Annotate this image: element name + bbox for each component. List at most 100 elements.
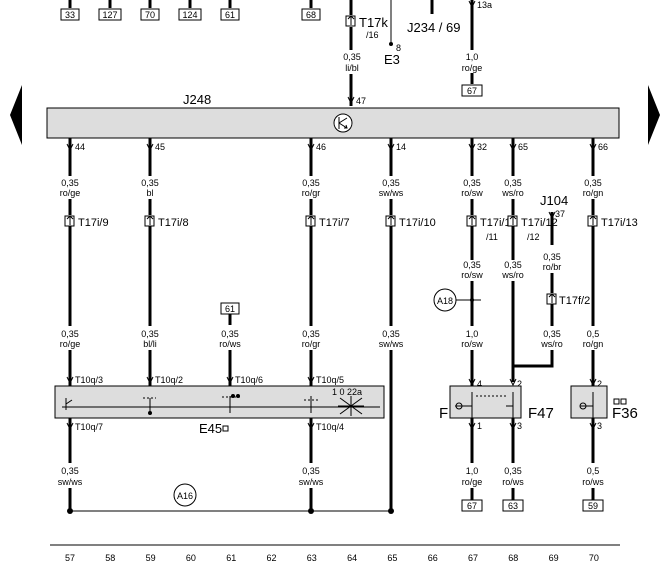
wire-color: ro/gr xyxy=(302,188,321,198)
arrow-down-icon xyxy=(307,143,315,152)
j104-label: J104 xyxy=(540,193,568,208)
wire-color: ro/gr xyxy=(302,339,321,349)
column-number: 59 xyxy=(146,553,156,563)
f36-label: F36 xyxy=(612,405,638,422)
next-page-arrow[interactable] xyxy=(648,85,660,145)
connector-label: T17i/11 xyxy=(480,217,516,229)
bus-pin: 32 xyxy=(477,142,487,152)
arrow-down-icon xyxy=(468,422,476,431)
e45-switch: 1 0 22a E45 xyxy=(54,385,385,436)
ref-box xyxy=(461,499,483,512)
wire-67-size: 1,0 xyxy=(466,52,479,62)
connector-arrow-icon xyxy=(589,215,597,225)
wire-47-size: 0,35 xyxy=(343,52,361,62)
transistor-icon xyxy=(338,117,348,129)
pin-label: 2 xyxy=(597,379,602,389)
top-ref-6: 68 xyxy=(306,10,316,20)
wire-size: 0,5 xyxy=(587,329,600,339)
a18-label: A18 xyxy=(437,296,453,306)
column-number: 68 xyxy=(508,553,518,563)
wire-size: 0,5 xyxy=(587,466,600,476)
t10-connector-label: T10q/2 xyxy=(155,375,183,385)
top-ref-4: 124 xyxy=(182,10,197,20)
wire-size: 0,35 xyxy=(463,178,481,188)
wire-size: 0,35 xyxy=(302,178,320,188)
arrow-down-icon xyxy=(387,143,395,152)
top-wire-67: 13a 1,0 ro/ge 67 xyxy=(461,0,492,97)
pin-13a: 13a xyxy=(477,0,492,10)
column-number: 65 xyxy=(387,553,397,563)
arrow-down-icon xyxy=(146,143,154,152)
pin-label: 3 xyxy=(597,421,602,431)
wire-j104-size: 0,35 xyxy=(543,252,561,262)
ref-67-top: 67 xyxy=(467,86,477,96)
wire-size: 1,0 xyxy=(466,329,479,339)
wire-size: 0,35 xyxy=(61,329,79,339)
top-ref-3: 70 xyxy=(145,10,155,20)
bus-pin: 45 xyxy=(155,142,165,152)
connector-label: T17i/13 xyxy=(601,217,638,229)
f-label: F xyxy=(439,405,448,422)
column-number: 63 xyxy=(307,553,317,563)
wire-color: ro/ws xyxy=(582,477,604,487)
pin-37: 37 xyxy=(555,209,565,219)
t10-connector-label: T10q/6 xyxy=(235,375,263,385)
connector-arrow-icon xyxy=(307,215,315,225)
ref-label: 63 xyxy=(508,501,518,511)
pin-8: 8 xyxy=(396,43,401,53)
f47-label: F47 xyxy=(528,405,554,422)
wire-j104-lower-size: 0,35 xyxy=(543,329,561,339)
prev-page-arrow[interactable] xyxy=(10,85,22,145)
column-number: 62 xyxy=(266,553,276,563)
connector-arrow-icon xyxy=(468,215,476,225)
e45-label: E45 xyxy=(199,421,222,436)
arrow-down-icon xyxy=(66,376,74,385)
wire-47-color: li/bl xyxy=(345,63,359,73)
column-number: 58 xyxy=(105,553,115,563)
ref-label: 59 xyxy=(588,501,598,511)
bus-pin: 44 xyxy=(75,142,85,152)
wire-color: sw/ws xyxy=(58,477,83,487)
wire-color: sw/ws xyxy=(379,339,404,349)
a16-label: A16 xyxy=(177,491,193,501)
j248-label: J248 xyxy=(183,92,211,107)
t10-connector-label: T10q/3 xyxy=(75,375,103,385)
wire-size: 0,35 xyxy=(61,466,79,476)
pin-label: 2 xyxy=(517,379,522,389)
connector-label: T17i/12 xyxy=(521,217,558,229)
f36-switch: F36 xyxy=(570,385,638,422)
wire-size: 0,35 xyxy=(584,178,602,188)
t10-connector-label: T10q/5 xyxy=(316,375,344,385)
top-wire-47: T17k /16 0,35 li/bl 47 xyxy=(343,0,388,106)
wire-color: ro/ws xyxy=(502,477,524,487)
t17f2-label: T17f/2 xyxy=(559,295,590,307)
connector-label: T17i/8 xyxy=(158,217,189,229)
e45-star-icon xyxy=(338,396,364,416)
wire-size: 0,35 xyxy=(382,178,400,188)
arrow-down-icon xyxy=(468,143,476,152)
connector-arrow-icon xyxy=(146,215,154,225)
t10-connector-label: T10q/4 xyxy=(316,422,344,432)
wires-layer: 440,35ro/geT17i/9450,35blT17i/8460,35ro/… xyxy=(58,138,638,512)
wire-color: ws/ro xyxy=(501,270,524,280)
e3-group: 8 E3 xyxy=(384,0,401,67)
wire-color: ro/gn xyxy=(583,339,604,349)
t10-connector-label: T10q/7 xyxy=(75,422,103,432)
svg-text:61: 61 xyxy=(225,304,235,314)
bus-pin: 14 xyxy=(396,142,406,152)
arrow-down-icon xyxy=(146,376,154,385)
pin-label: 3 xyxy=(517,421,522,431)
connector-arrow-icon xyxy=(387,215,395,225)
ref-label: 67 xyxy=(467,501,477,511)
wire-67-color: ro/ge xyxy=(462,63,483,73)
wire-color: ro/sw xyxy=(461,270,483,280)
column-number: 69 xyxy=(549,553,559,563)
bus-pin: 46 xyxy=(316,142,326,152)
arrow-down-icon xyxy=(66,143,74,152)
t17k-label: T17k xyxy=(359,15,388,30)
arrow-down-icon xyxy=(589,378,597,387)
arrow-down-icon xyxy=(468,378,476,387)
arrow-down-icon xyxy=(589,422,597,431)
column-number: 57 xyxy=(65,553,75,563)
